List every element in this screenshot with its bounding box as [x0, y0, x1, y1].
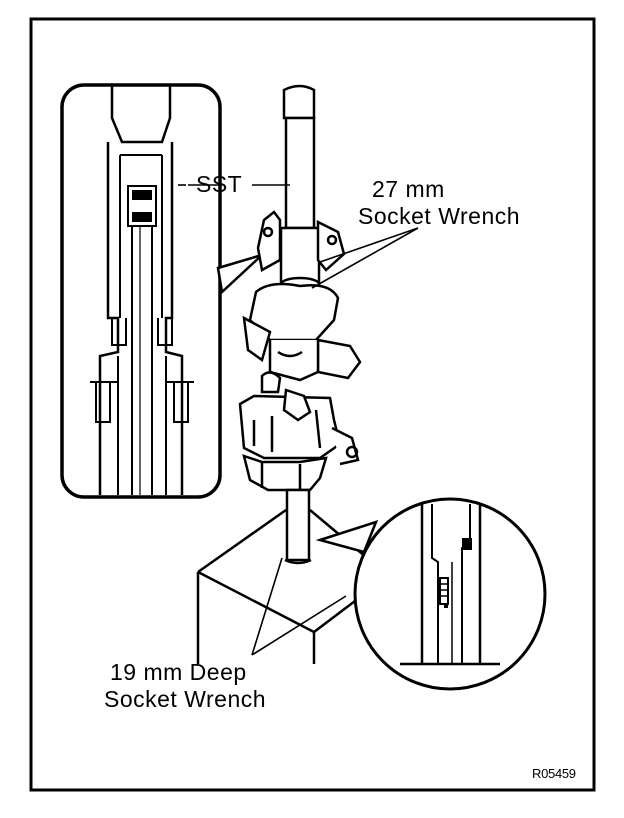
leader-lines [178, 184, 419, 656]
inset-19mm-detail [353, 497, 547, 691]
label-27mm-line2: Socket Wrench [358, 203, 521, 229]
figure-border [29, 17, 596, 792]
inset-callout-pointer [216, 253, 263, 295]
figure-code: R05459 [532, 766, 576, 781]
label-19mm-line2: Socket Wrench [104, 686, 267, 712]
label-27mm-line1: 27 mm [372, 176, 445, 202]
inset-19mm-callout-pointer [315, 519, 379, 554]
label-sst: SST [196, 171, 243, 197]
steering-shaft-assembly [238, 84, 362, 565]
label-19mm-line1: 19 mm Deep [110, 659, 247, 685]
inset-sst-detail [60, 83, 222, 499]
